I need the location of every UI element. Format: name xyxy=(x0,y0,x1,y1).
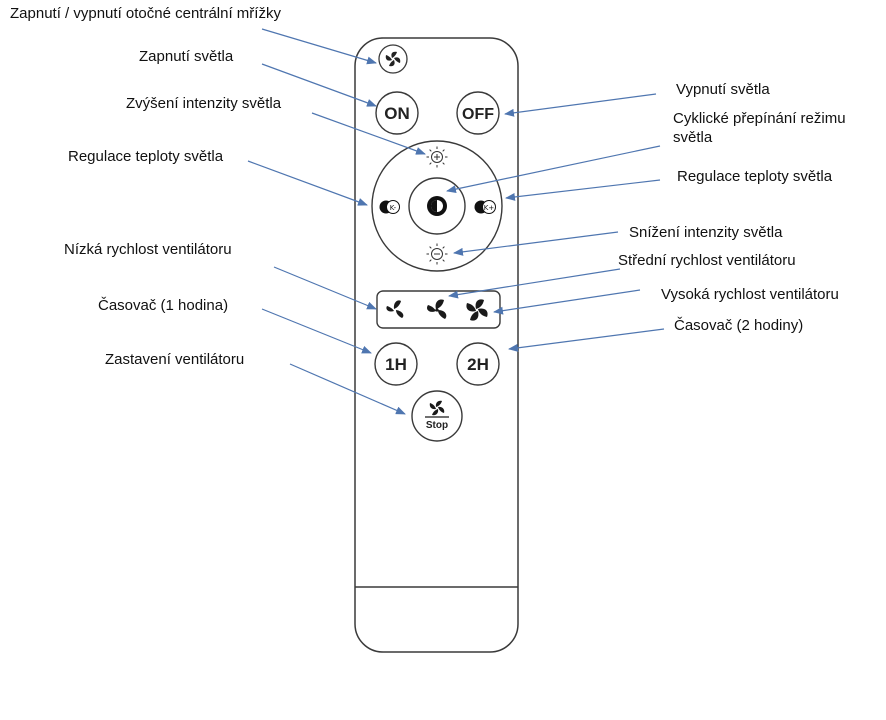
arrow-grille-toggle xyxy=(261,28,377,65)
svg-text:K+: K+ xyxy=(484,204,495,212)
label-grille-toggle: Zapnutí / vypnutí otočné centrální mřížk… xyxy=(10,5,281,22)
arrow-fan-stop xyxy=(289,363,406,415)
fan-low-button[interactable] xyxy=(386,300,404,318)
timer-1h-label: 1H xyxy=(385,355,407,374)
arrow-light-off xyxy=(504,93,657,117)
label-timer-2h: Časovač (2 hodiny) xyxy=(674,317,804,334)
label-fan-stop: Zastavení ventilátoru xyxy=(105,351,245,368)
arrow-fan-high xyxy=(493,289,641,315)
timer-2h-label: 2H xyxy=(467,355,489,374)
fan-low-icon xyxy=(386,300,404,318)
label-light-off: Vypnutí světla xyxy=(676,81,770,98)
remote-body xyxy=(354,37,519,653)
stop-button-label: Stop xyxy=(426,420,448,431)
on-button[interactable]: ON xyxy=(375,91,419,135)
label-mode-cycle: Cyklické přepínání režimu světla xyxy=(673,110,846,146)
label-timer-1h: Časovač (1 hodina) xyxy=(98,297,229,314)
kelvin-plus-icon: K+ xyxy=(474,200,496,214)
arrow-brightness-down xyxy=(453,231,619,256)
arrow-mode-cycle xyxy=(446,145,661,194)
label-brightness-down: Snížení intenzity světla xyxy=(629,224,783,241)
brightness-up-button[interactable] xyxy=(426,146,448,168)
label-fan-high: Vysoká rychlost ventilátoru xyxy=(661,286,839,303)
sun-plus-icon xyxy=(426,146,448,168)
label-light-on: Zapnutí světla xyxy=(139,48,234,65)
label-temp-left: Regulace teploty světla xyxy=(68,148,224,165)
mode-cycle-icon xyxy=(427,196,447,216)
arrow-fan-medium xyxy=(448,268,621,299)
grille-toggle-button[interactable] xyxy=(378,44,408,74)
arrow-brightness-up xyxy=(311,112,426,155)
arrow-fan-low xyxy=(273,266,377,310)
timer-1h-button[interactable]: 1H xyxy=(374,342,418,386)
label-temp-right: Regulace teploty světla xyxy=(677,168,833,185)
fan-medium-button[interactable] xyxy=(426,299,447,319)
temp-up-button[interactable]: K+ xyxy=(474,200,496,214)
label-brightness-up: Zvýšení intenzity světla xyxy=(126,95,282,112)
fan-swirl-icon xyxy=(385,51,401,67)
callout-arrows xyxy=(247,28,665,415)
kelvin-minus-icon: K- xyxy=(379,200,400,214)
arrow-timer-1h xyxy=(261,308,372,354)
fan-stop-button[interactable]: Stop xyxy=(411,390,463,442)
mode-cycle-button[interactable] xyxy=(408,177,466,235)
arrow-timer-2h xyxy=(508,328,665,352)
arrow-light-on xyxy=(261,63,377,107)
svg-text:K-: K- xyxy=(390,204,397,212)
fan-high-icon xyxy=(466,299,488,321)
temp-down-button[interactable]: K- xyxy=(379,200,400,214)
arrow-temp-left xyxy=(247,160,368,206)
brightness-down-button[interactable] xyxy=(426,243,448,265)
sun-minus-icon xyxy=(426,243,448,265)
fan-high-button[interactable] xyxy=(466,299,488,321)
on-button-label: ON xyxy=(384,104,410,123)
label-fan-low: Nízká rychlost ventilátoru xyxy=(64,241,232,258)
timer-2h-button[interactable]: 2H xyxy=(456,342,500,386)
fan-stop-icon xyxy=(429,400,445,416)
label-fan-medium: Střední rychlost ventilátoru xyxy=(618,252,796,269)
off-button-label: OFF xyxy=(462,106,494,123)
fan-medium-icon xyxy=(426,299,447,319)
arrow-temp-right xyxy=(505,179,661,201)
off-button[interactable]: OFF xyxy=(456,91,500,135)
